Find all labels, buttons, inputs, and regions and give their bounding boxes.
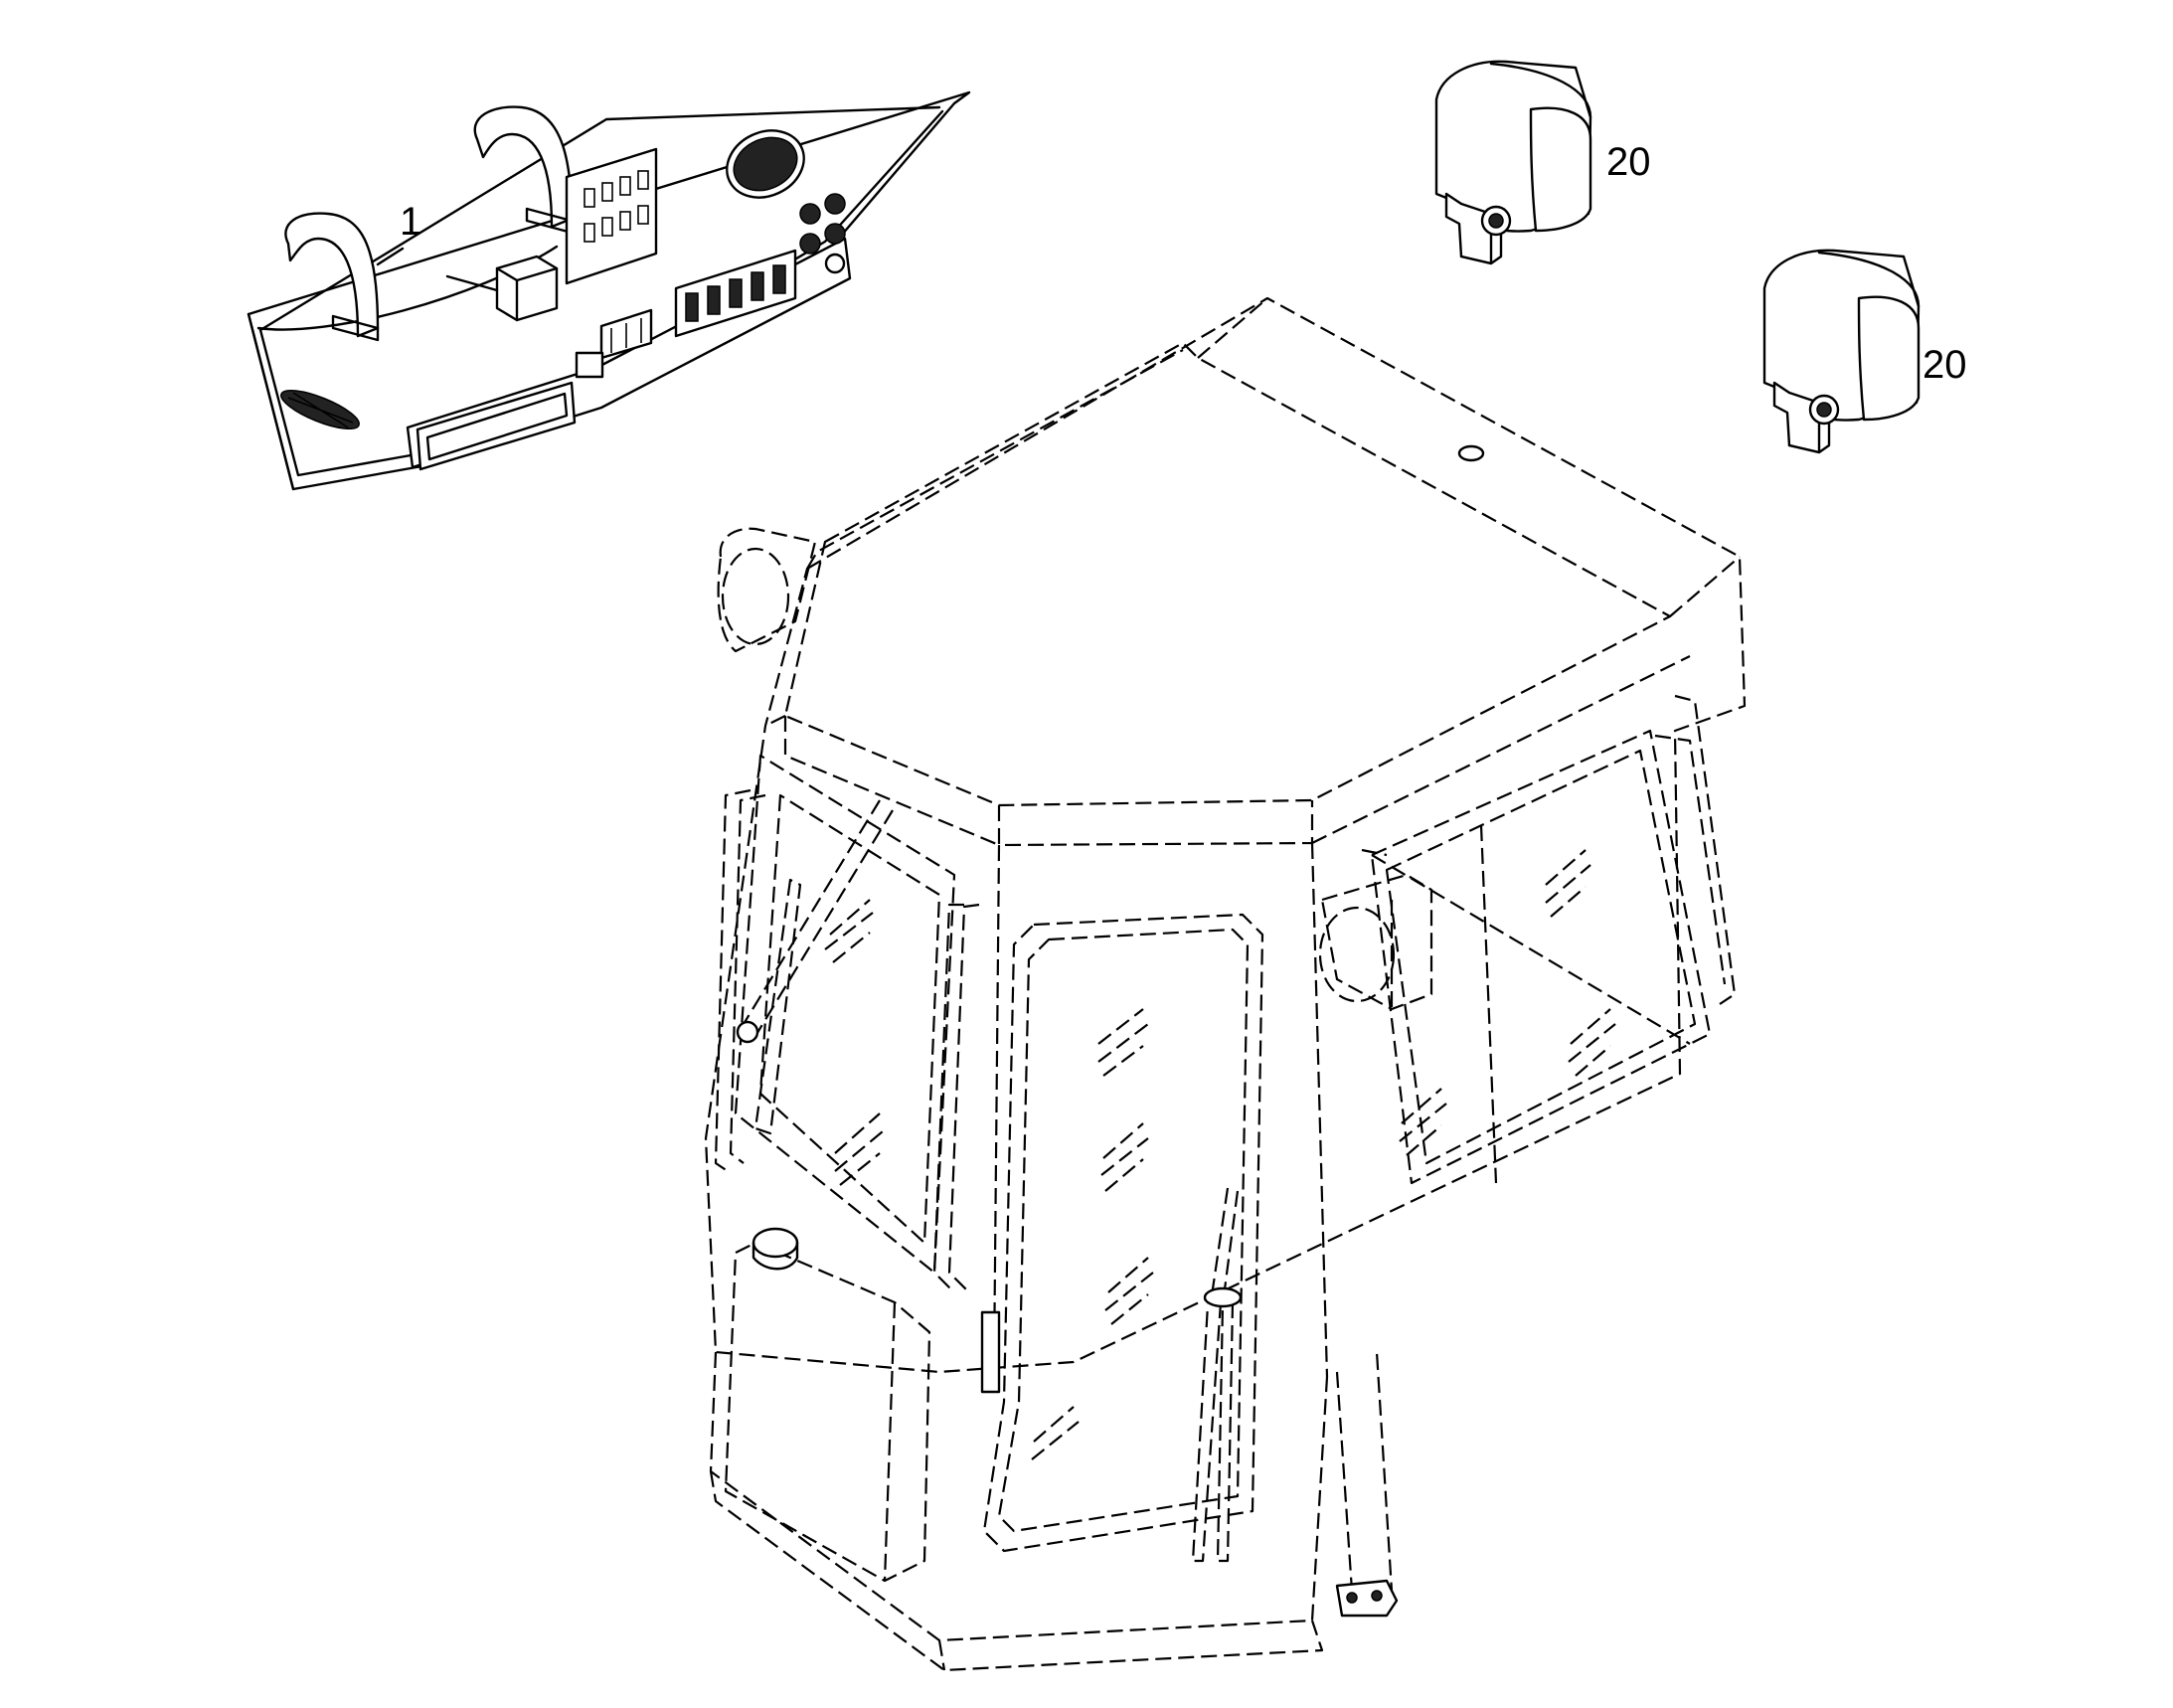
dashboard-panel <box>247 90 971 491</box>
glass-reflections <box>824 849 1616 1460</box>
callout-leader-1 <box>376 247 405 266</box>
wiper-left <box>736 799 894 1135</box>
work-lamp-lower <box>1762 249 1921 454</box>
callout-label-20-lower: 20 <box>1922 343 1967 387</box>
callout-label-20-upper: 20 <box>1606 140 1651 184</box>
cab-lamp-rear-right <box>1318 873 1433 1011</box>
work-lamp-upper <box>1434 60 1592 265</box>
callout-label-1: 1 <box>400 200 422 244</box>
cab-lamp-front-left <box>717 527 817 653</box>
wiper-door <box>1191 1187 1243 1563</box>
cab-outline <box>704 296 1747 1672</box>
